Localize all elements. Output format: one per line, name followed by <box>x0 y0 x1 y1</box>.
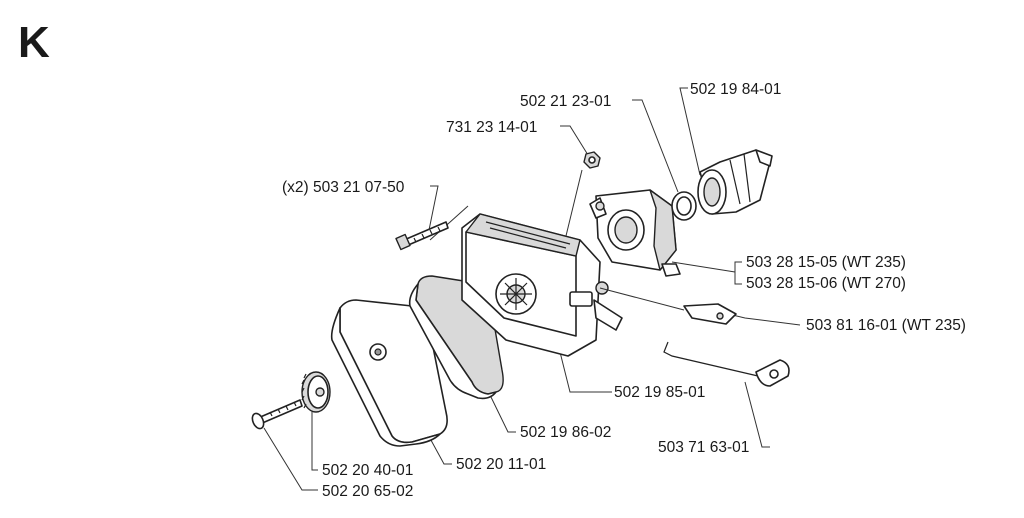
nut <box>583 151 601 169</box>
label-nut: 731 23 14-01 <box>446 119 537 136</box>
label-filter: 502 19 86-02 <box>520 424 611 441</box>
part-labels: 502 21 23-01 502 19 84-01 731 23 14-01 (… <box>282 81 966 500</box>
leader-nut <box>560 125 589 156</box>
label-knob: 502 20 40-01 <box>322 462 413 479</box>
filter-housing <box>461 213 623 357</box>
carburetor-gasket <box>671 191 697 221</box>
label-bracket: 503 81 16-01 (WT 235) <box>806 317 966 334</box>
leader-rod <box>744 381 770 448</box>
cover-bolt <box>251 399 303 430</box>
leader-carb-bracket <box>734 261 742 285</box>
leader-carb-gasket <box>632 99 679 193</box>
leader-screws <box>427 185 439 236</box>
section-letter: K <box>18 18 50 67</box>
label-bolt: 502 20 65-02 <box>322 483 413 500</box>
air-filter-cover <box>330 299 448 447</box>
carburetor <box>589 189 681 277</box>
leader-nut-axis <box>564 169 583 241</box>
bracket <box>599 287 737 325</box>
housing-screw <box>395 221 449 251</box>
housing-slot <box>569 291 593 307</box>
choke-rod <box>663 341 790 387</box>
label-screws: (x2) 503 21 07-50 <box>282 179 405 196</box>
label-carb-270: 503 28 15-06 (WT 270) <box>746 275 906 292</box>
label-intake: 502 19 84-01 <box>690 81 781 98</box>
leader-intake <box>679 87 701 176</box>
leader-carb <box>671 261 736 273</box>
label-carb-235: 503 28 15-05 (WT 235) <box>746 254 906 271</box>
intake-manifold <box>697 149 773 215</box>
leader-screw-axis <box>429 205 469 241</box>
label-cover: 502 20 11-01 <box>456 456 546 473</box>
label-rod: 503 71 63-01 <box>658 439 749 456</box>
leader-filter <box>489 394 516 433</box>
leader-housing <box>559 351 612 393</box>
label-housing: 502 19 85-01 <box>614 384 705 401</box>
leader-knob <box>311 408 318 471</box>
knob <box>301 371 331 413</box>
leader-lines <box>263 87 801 491</box>
leader-bolt <box>263 427 318 491</box>
label-carb-gasket: 502 21 23-01 <box>520 93 611 110</box>
